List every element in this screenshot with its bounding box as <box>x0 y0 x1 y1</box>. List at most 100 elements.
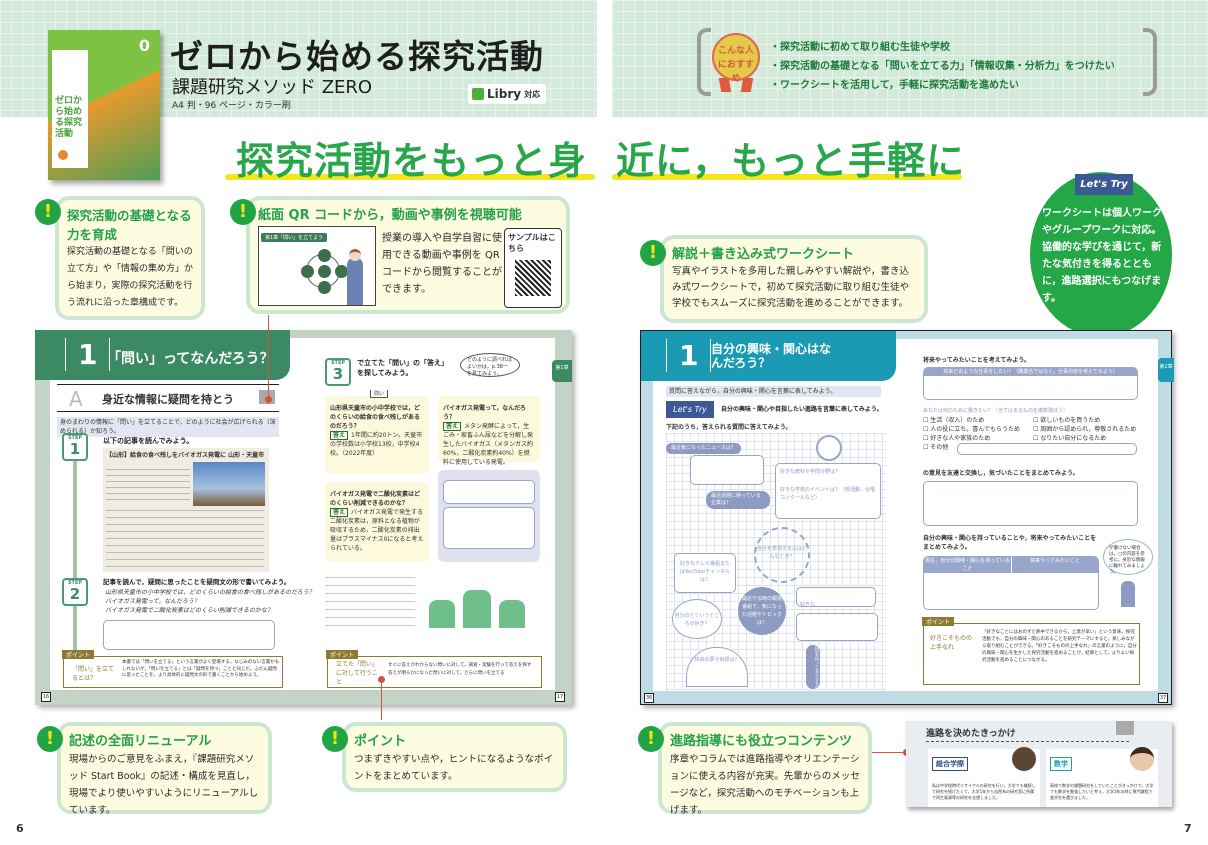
checkbox[interactable]: ☐ 人の役に立ち，喜んでもらうため <box>923 426 1020 433</box>
checkbox[interactable]: ☐ 好きな人や家族のため <box>923 435 991 442</box>
chapter-side-tab[interactable]: 第2章 <box>1158 358 1174 382</box>
notes-input[interactable] <box>923 481 1138 526</box>
task-d: 自分の興味・関心を持っていることや，将来やってみたいことをまとめてみよう。 <box>923 535 1097 551</box>
career-title: 進路を決めたきっかけ <box>926 729 1016 739</box>
page-number: 16 <box>41 692 51 702</box>
qr-code-icon[interactable] <box>515 260 551 296</box>
headline-underline <box>225 174 595 180</box>
headline-part2: 近に，もっと手軽に <box>616 139 966 183</box>
summary-table[interactable]: 現在，自分が興味・関心を持っていること将来やってみたいこと <box>923 556 1099 610</box>
goal-bar: 身のまわりの情報に「問い」を立てることで，どのように社会が広げられる（深められる… <box>57 417 279 437</box>
qr-sample-label: サンプルはこちら <box>508 233 556 253</box>
blank-question-card <box>438 470 540 562</box>
product-meta: A4 判・96 ページ・カラー刷 <box>172 101 291 111</box>
question-card: バイオガス発電って，なんだろう？ 答えメタン発酵によって，生ごみ・家畜ふん尿など… <box>438 396 540 466</box>
headline-underline <box>612 174 962 180</box>
career-text: 私は中学校時代リサイクルの研究を行い，大学でも継続して研究を続けたくて，大学1年… <box>932 783 1036 800</box>
body-text <box>325 570 415 628</box>
connector-dot <box>378 676 385 683</box>
article-title: 【山形】給食の食べ残しをバイオガス発電に 山形・天童市 <box>106 452 265 459</box>
video-header: 第1章「問い」を立てよう <box>261 233 328 242</box>
job-input[interactable]: 将来どのような仕事をしたい？（職業名ではなく，仕事内容を考えてみよう） <box>923 367 1138 400</box>
checkbox[interactable]: ☐ その他 <box>923 444 949 451</box>
hill-box[interactable]: 将来の夢や目標は？ <box>686 647 748 687</box>
connector-line <box>872 752 906 753</box>
connector-line <box>268 315 269 397</box>
exclamation-icon: ! <box>638 726 664 752</box>
callout-title: 探究活動の基礎となる力を育成 <box>67 208 192 242</box>
section-letter: A <box>69 387 83 411</box>
checkbox-list: ☐ 生活（収入）のため ☐ 欲しいものを買うため ☐ 人の役に立ち，喜んでもらう… <box>923 416 1143 452</box>
other-input[interactable] <box>957 443 1137 455</box>
answer-box[interactable] <box>690 455 764 485</box>
callout-career: 進路指導にも役立つコンテンツ 序章やコラムでは進路指導やオリエンテーションに使え… <box>658 722 872 816</box>
step-2-text: 記事を読んで，疑問に思ったことを疑問文の形で書いてみよう。 <box>103 578 291 586</box>
answer-box[interactable]: 好きな <box>796 587 876 608</box>
tv-box[interactable]: 好きなテレビ番組またはYouTubeチャンネルは？ <box>674 553 736 593</box>
goal-bar: 質問に答えながら，自分の興味・関心を言葉に表してみよう。 <box>666 386 881 397</box>
right-spread: 1 自分の興味・関心はなんだろう？ 質問に答えながら，自分の興味・関心を言葉に表… <box>640 330 1174 705</box>
checkbox[interactable]: ☐ 欲しいものを買うため <box>1033 417 1101 424</box>
step-1-text: 以下の記事を読んでみよう。 <box>103 437 194 445</box>
task-c: の意見を友達と交換し，気づいたことをまとめてみよう。 <box>923 470 1079 477</box>
bracket-right <box>1143 28 1157 96</box>
letstry-circle <box>1030 172 1172 337</box>
exclamation-icon: ! <box>640 240 666 266</box>
libry-badge: Libry 対応 <box>468 84 546 104</box>
checkbox[interactable]: ☐ なりたい自分になるため <box>1033 435 1107 442</box>
chapter-number: 1 <box>666 339 712 372</box>
student-photo <box>1012 747 1036 771</box>
connector-dot <box>265 396 272 403</box>
video-thumbnail[interactable]: 第1章「問い」を立てよう <box>258 226 376 306</box>
callout-foundation: 探究活動の基礎となる力を育成 探究活動の基礎となる「問いの立て方」や「情報の集め… <box>55 196 205 320</box>
answer-box[interactable] <box>796 613 878 641</box>
checkbox[interactable]: ☐ 生活（収入）のため <box>923 417 985 424</box>
callout-body: 授業の導入や自学自習に使用できる動画や事例を QR コードから閲覧することができ… <box>382 233 502 295</box>
step-2-examples: 山形県天童市の小中学校では，どのくらいの給食の食べ残しがあるのだろう？バイオガス… <box>105 589 315 614</box>
recommend-item: ・探究活動に初めて取り組む生徒や学校 <box>770 42 950 53</box>
question-input[interactable] <box>443 480 535 504</box>
checkbox[interactable]: ☐ 周囲から認められ，尊敬されるため <box>1033 426 1137 433</box>
section-header: A 身近な情報に疑問を持とう <box>57 384 279 412</box>
letstry-body: ワークシートは個人ワークやグループワークに対応。協働的な学びを通じて，新たな気付… <box>1042 208 1162 304</box>
page-number: 17 <box>555 692 565 702</box>
qr-sample-box[interactable]: サンプルはこちら <box>504 228 562 308</box>
chapter-title: 自分の興味・関心はなんだろう？ <box>711 342 832 370</box>
step-3-text: で立てた「問い」の「答え」を探してみよう。 <box>357 359 448 377</box>
chapter-number: 1 <box>65 338 111 371</box>
career-field: 総合学際 <box>932 757 968 771</box>
bracket-left <box>697 28 711 96</box>
question-card: バイオガス発電で二酸化炭素はどのくらい削減できるのかな？ 答えバイオガス発電で発… <box>325 482 429 562</box>
letstry-badge: Let's Try <box>666 401 714 418</box>
answer-input[interactable] <box>443 507 535 549</box>
callout-body: 探究活動の基礎となる「問いの立て方」や「情報の集め方」から始まり，実際の探究活動… <box>67 247 194 308</box>
question-label: 問い <box>370 390 389 398</box>
task-b: 将来やってみたいことを考えてみよう。 <box>923 357 1031 364</box>
chapter-title: 「問い」ってなんだろう？ <box>107 351 274 367</box>
callout-title: 解説＋書き込み式ワークシート <box>672 247 855 262</box>
heart-box[interactable]: 自分のどういうところが好き？ <box>672 599 722 639</box>
career-text: 高校で数学の課題研究をしていたことがきっかけで，大学でも数学を勉強したいと考え，… <box>1050 783 1154 800</box>
book-cover: 0 ゼロから始める探究活動 <box>48 30 160 180</box>
answer-box[interactable]: 好きな教科や学問分野は？好きな学校のイベントは？（部活動，合唱コンクールなど） <box>775 463 881 519</box>
chapter-side-tab[interactable]: 第1章 <box>552 360 572 382</box>
callout-worksheet: 解説＋書き込み式ワークシート 写真やイラストを多用した親しみやすい解説や，書き込… <box>660 235 928 323</box>
callout-renewal: 記述の全面リニューアル 現場からのご意見をふまえ，『課題研究メソッド Start… <box>57 722 272 816</box>
step-line <box>73 460 77 650</box>
callout-title: 記述の全面リニューアル <box>69 734 212 749</box>
career-thumbnail: 進路を決めたきっかけ 総合学際 私は中学校時代リサイクルの研究を行い，大学でも継… <box>906 721 1172 807</box>
header-band-right <box>612 0 1208 117</box>
point-box: ポイント 「問い」を立てるとは？ 本書では「問いを立てる」という言葉がよく登場す… <box>62 650 283 688</box>
prompt: 最近話題に持っている企業は？ <box>706 491 770 509</box>
callout-body: 序章やコラムでは進路指導やオリエンテーションに使える内容が充実。先輩からのメッセ… <box>670 754 860 816</box>
speech-bubble: どのように調べればよいかは，p.38ー を見てみよう。 <box>460 353 520 377</box>
exclamation-icon: ! <box>230 199 256 225</box>
answer-input[interactable] <box>103 620 275 650</box>
worksheet-grid: 最近気になったニュースは？ 最近話題に持っている企業は？ 好きな教科や学問分野は… <box>666 433 886 691</box>
page-number-left: 6 <box>16 822 24 835</box>
article-box: 【山形】給食の食べ残しをバイオガス発電に 山形・天童市 <box>103 448 269 572</box>
sun-box[interactable]: 自分を表現するのはどんなとき？ <box>754 527 810 583</box>
page-number: 37 <box>1158 693 1168 703</box>
